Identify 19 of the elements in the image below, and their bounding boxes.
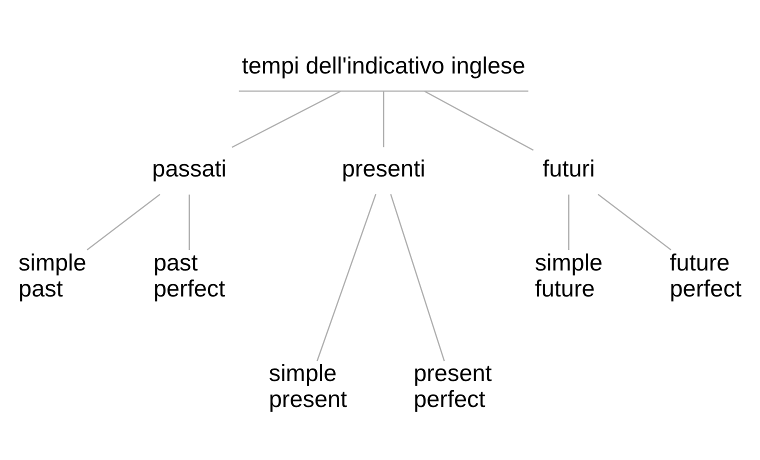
node-text: futuri (542, 155, 595, 182)
node-text: simple past (18, 249, 86, 302)
connector (424, 90, 534, 151)
node-text: presenti (342, 155, 426, 182)
connector (568, 194, 570, 250)
node-text: past perfect (153, 249, 226, 302)
connector (316, 194, 376, 362)
connector (188, 194, 190, 250)
connector (86, 194, 160, 250)
node-text: passati (152, 155, 226, 182)
node-text: present perfect (414, 360, 492, 412)
node-text: simple present (268, 360, 348, 412)
connector (390, 194, 445, 362)
connector (232, 90, 341, 148)
node-text: future perfect (670, 249, 742, 302)
connector (382, 91, 384, 148)
node-text: simple future (534, 249, 603, 302)
connector (598, 194, 672, 250)
node-text: tempi dell'indicativo inglese (242, 52, 526, 78)
